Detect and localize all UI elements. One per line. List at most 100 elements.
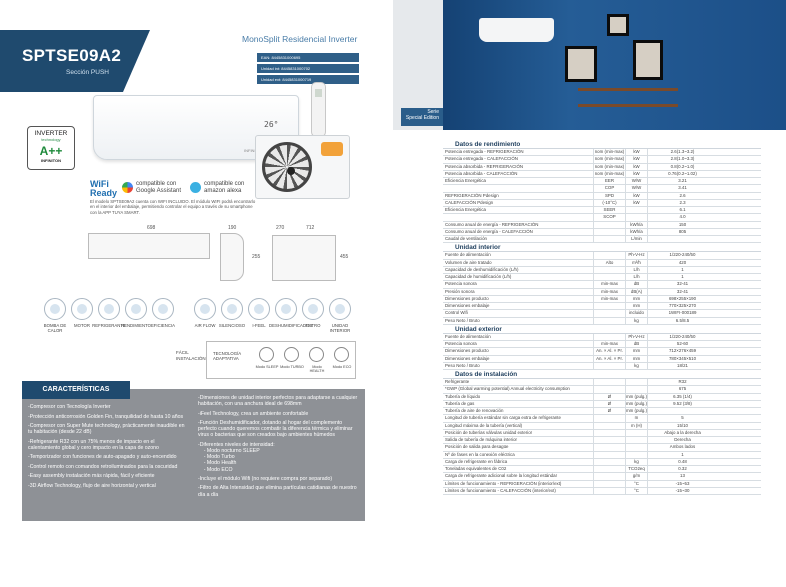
mode-label: Modo HEALTH bbox=[309, 365, 325, 374]
characteristic-item: -Incluye el módulo Wifi (no requiere com… bbox=[198, 475, 333, 482]
characteristic-item: -3D Airflow Technology, flujo de aire ho… bbox=[28, 482, 156, 489]
spec-qualifier bbox=[593, 429, 625, 436]
spec-value: 13 bbox=[647, 473, 717, 480]
fan-icon bbox=[262, 142, 312, 192]
spec-label: Longitud máxima de la tubería (vertical) bbox=[445, 422, 523, 428]
spec-value: 420 bbox=[647, 259, 717, 266]
spec-label: *GWP (Global warming potential) Annual e… bbox=[445, 386, 570, 392]
spec-label: Posición de salida para desagüe bbox=[445, 444, 509, 450]
spec-unit: kW bbox=[625, 149, 647, 156]
characteristic-item: -iFeel Technology, crea un ambiente conf… bbox=[198, 410, 309, 417]
spec-value: 2.6 bbox=[647, 192, 717, 199]
spec-label: Potencia entregada - CALEFACCIÓN bbox=[445, 156, 518, 162]
spec-label: Carga de refrigerante en fábrica bbox=[445, 458, 508, 464]
modes-title: TECNOLOGÍA ADAPTATIVA bbox=[213, 351, 241, 362]
spec-value: 0.76(0.2~1.02) bbox=[647, 170, 717, 177]
spec-unit: °C bbox=[625, 480, 647, 487]
spec-value: 3.41 bbox=[647, 185, 717, 192]
spec-value: 32-41 bbox=[647, 281, 717, 288]
inverter-badge: INVERTER technology A++ INFINITON bbox=[27, 126, 75, 170]
golden-fin-icon bbox=[125, 298, 147, 320]
spec-row: Longitud máxima de la tubería (vertical)… bbox=[443, 422, 761, 430]
spec-qualifier: An. × Al. × Pr. bbox=[593, 348, 625, 355]
spec-unit: W/W bbox=[625, 185, 647, 192]
spec-unit: kW bbox=[625, 192, 647, 199]
spec-unit: mm (pulg.) bbox=[625, 393, 647, 400]
characteristic-item: -Diferentes niveles de intensidad: bbox=[198, 441, 275, 448]
left-page: SPTSE09A2 Sección PUSH MonoSplit Residen… bbox=[0, 30, 365, 521]
spec-unit: dB bbox=[625, 281, 647, 288]
spec-value: 3.21 bbox=[647, 178, 717, 185]
mode-label: Modo TURBO bbox=[280, 365, 304, 369]
spec-unit: °C bbox=[625, 487, 647, 494]
spec-label: Límites de funcionamiento - REFRIGERACIÓ… bbox=[445, 480, 562, 486]
spec-label: Eficiencia Energética bbox=[445, 207, 487, 212]
spec-qualifier bbox=[593, 487, 625, 494]
r32-icon bbox=[98, 298, 120, 320]
spec-label: Volumen de aire tratado bbox=[445, 259, 492, 265]
picture-frame bbox=[607, 14, 629, 36]
dim-outdoor-width: 712 bbox=[306, 225, 315, 231]
picture-frame bbox=[565, 46, 597, 82]
spec-qualifier bbox=[593, 437, 625, 444]
shelf bbox=[578, 104, 678, 107]
feature-label: BOMBA DE CALOR bbox=[43, 323, 67, 333]
spec-label: Posición de tuberías válvulas unidad ext… bbox=[445, 429, 533, 435]
spec-qualifier bbox=[593, 274, 625, 281]
spec-unit: dB(A) bbox=[625, 288, 647, 295]
spec-qualifier: nom (min-max) bbox=[593, 149, 625, 156]
spec-unit: kW bbox=[625, 170, 647, 177]
spec-value: 2.3 bbox=[647, 199, 717, 206]
spec-section-title: Datos de rendimiento bbox=[443, 140, 761, 149]
wifi-line1: WiFi bbox=[90, 179, 109, 189]
model-banner bbox=[0, 30, 150, 92]
spec-label: Límites de funcionamiento - CALEFACCIÓN … bbox=[445, 487, 556, 493]
spec-qualifier: min-max bbox=[593, 295, 625, 302]
spec-unit bbox=[625, 386, 647, 393]
spec-qualifier bbox=[593, 333, 625, 340]
spec-qualifier bbox=[593, 415, 625, 422]
model-subtitle: Sección PUSH bbox=[66, 69, 109, 76]
spec-label: CALEFACCIÓN Pdesign bbox=[445, 199, 494, 205]
spec-label: Dimensiones embalaje bbox=[445, 303, 490, 308]
spec-qualifier: min-max bbox=[593, 288, 625, 295]
spec-qualifier: EER bbox=[593, 178, 625, 185]
characteristics-right: -Dimensiones de unidad interior perfecto… bbox=[198, 395, 358, 501]
airflow-icon bbox=[194, 298, 216, 320]
turbo-mode-icon bbox=[284, 347, 299, 362]
spec-row: Límites de funcionamiento - REFRIGERACIÓ… bbox=[443, 480, 761, 488]
feature-label: REFRIGERANTE bbox=[92, 323, 126, 328]
spec-value: 698×255×190 bbox=[647, 295, 717, 302]
spec-value: 6.35 (1/4) bbox=[647, 393, 717, 400]
heat-pump-icon bbox=[44, 298, 66, 320]
spec-value: 780×345×510 bbox=[647, 355, 717, 362]
outdoor-unit-image bbox=[255, 135, 350, 199]
easy-install-note: FÁCIL INSTALACIÓN bbox=[176, 350, 206, 361]
spec-unit bbox=[625, 379, 647, 386]
characteristic-item: -Temporizador con funciones de auto-apag… bbox=[28, 454, 177, 461]
feature-label: DESHUMIDIFICADOR bbox=[269, 323, 313, 328]
spec-qualifier bbox=[593, 228, 625, 235]
spec-unit bbox=[625, 429, 647, 436]
spec-unit: m³/h bbox=[625, 259, 647, 266]
spec-qualifier: nom (min-max) bbox=[593, 170, 625, 177]
spec-unit: L/h bbox=[625, 274, 647, 281]
spec-value: 32-41 bbox=[647, 288, 717, 295]
spec-unit: L/h bbox=[625, 266, 647, 273]
feature-label: EFICIENCIA bbox=[150, 323, 176, 328]
spec-qualifier: nom (min-max) bbox=[593, 156, 625, 163]
characteristic-item: -Easy assembly instalación más rápida, f… bbox=[28, 473, 155, 480]
spec-value: 2.8(1.0~3.3) bbox=[647, 156, 717, 163]
spec-qualifier: (-10°C) bbox=[593, 199, 625, 206]
spec-value bbox=[647, 408, 717, 415]
